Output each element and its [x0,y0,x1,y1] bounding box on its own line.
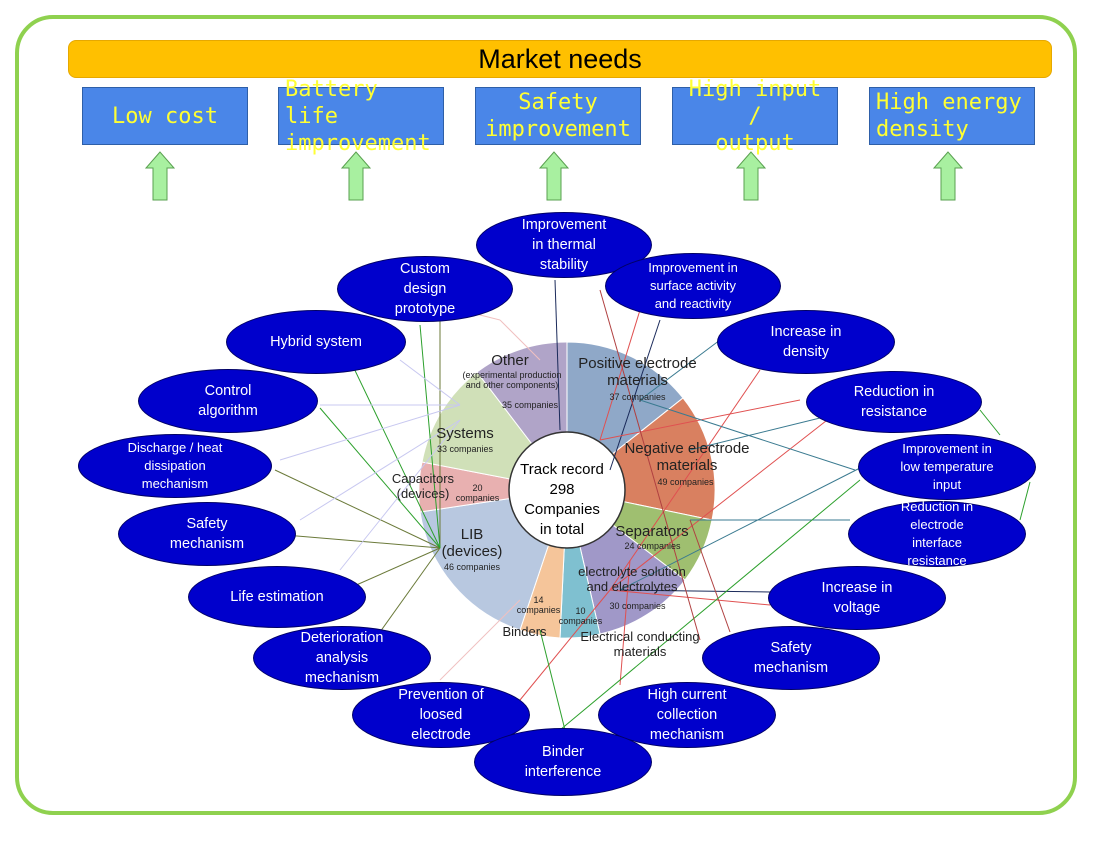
slice-label-binders: Binders [502,624,547,639]
oval-discharge-heat: Discharge / heat dissipation mechanism [78,434,272,498]
slice-count-lib: 46 companies [443,562,501,572]
slice-count-systems: 33 companies [436,444,494,454]
oval-increase-voltage: Increase in voltage [768,566,946,630]
up-arrow-icon [340,151,372,201]
oval-control-algorithm: Control algorithm [138,369,318,433]
up-arrow-icon [932,151,964,201]
up-arrow-icon [735,151,767,201]
oval-low-temperature: Improvement in low temperature input [858,434,1036,500]
market-needs-header: Market needs [68,40,1052,78]
oval-electrode-interface: Reduction in electrode interface resista… [848,499,1026,568]
up-arrow-icon [538,151,570,201]
slice-count-separators: 24 companies [624,541,681,551]
oval-safety-mechanism-right: Safety mechanism [702,626,880,690]
oval-increase-density: Increase in density [717,310,895,374]
slice-label-conducting: Electrical conducting materials [580,629,700,659]
slice-sub-other: (experimental production and other compo… [462,370,562,391]
outer-frame [15,15,1077,815]
need-safety: Safety improvement [475,87,641,145]
slice-label-electrolyte: electrolyte solution and electrolytes [578,564,686,594]
slice-count-binders: 14 companies [516,595,561,616]
slice-label-capacitors: Capacitors (devices) [391,471,455,501]
oval-hybrid-system: Hybrid system [226,310,406,374]
oval-deterioration-analysis: Deterioration analysis mechanism [253,626,431,690]
oval-surface-activity: Improvement in surface activity and reac… [605,253,781,319]
oval-life-estimation: Life estimation [188,566,366,628]
need-high-input-output: High input / output [672,77,838,156]
slice-count-capacitors: 20 companies [455,483,500,504]
slice-label-other: Other [491,352,529,369]
slice-count-electrolyte: 30 companies [609,601,666,611]
track-record-label: Track record 298 Companies in total [520,461,604,538]
slice-label-positive: Positive electrode materials [578,355,697,390]
pie-center [508,431,626,549]
slice-count-positive: 37 companies [609,392,666,402]
oval-high-current-collection: High current collection mechanism [598,682,776,748]
slice-label-systems: Systems [436,425,494,442]
oval-safety-mechanism-left: Safety mechanism [118,502,296,566]
slice-label-separators: Separators [615,523,689,540]
oval-binder-interference: Binder interference [474,728,652,796]
need-low-cost: Low cost [82,87,248,145]
slice-count-conducting: 10 companies [558,606,603,627]
oval-custom-design: Custom design prototype [337,256,513,322]
need-high-energy-density: High energy density [869,87,1035,145]
oval-reduction-resistance: Reduction in resistance [806,371,982,433]
slice-label-negative: Negative electrode materials [624,440,750,475]
up-arrow-icon [144,151,176,201]
slice-label-lib: LIB (devices) [441,526,503,561]
slice-count-other: 35 companies [501,400,559,410]
slice-count-negative: 49 companies [657,477,714,487]
pie-chart [418,341,716,639]
